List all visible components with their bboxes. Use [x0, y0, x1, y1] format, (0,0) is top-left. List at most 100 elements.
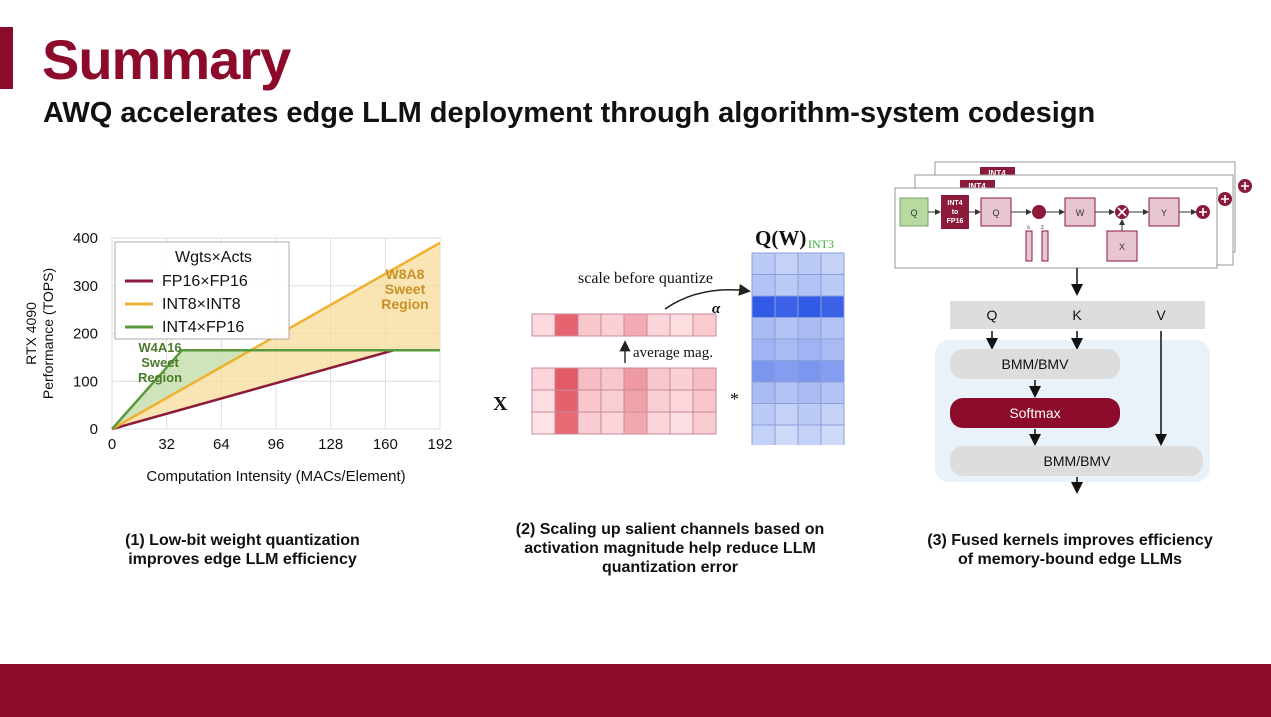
weight-cell — [797, 360, 822, 383]
w8a8-annotation: Region — [381, 296, 428, 312]
legend-entry-2: INT4×FP16 — [162, 319, 244, 336]
bmm1-label: BMM/BMV — [1002, 356, 1070, 372]
x-matrix-cell — [577, 367, 602, 391]
average-mag-label: average mag. — [633, 345, 713, 361]
qw2-label: Q — [992, 208, 999, 218]
bmm1-block — [950, 349, 1120, 379]
weight-cell — [820, 252, 845, 275]
w0-label: W — [1076, 208, 1085, 218]
x-matrix-cell — [600, 389, 625, 413]
weight-cell — [774, 381, 799, 404]
x-matrix-cell — [623, 367, 648, 391]
weight-cell — [820, 403, 845, 426]
weight-cell — [751, 274, 776, 297]
weight-cell — [774, 424, 799, 447]
weight-cell — [751, 295, 776, 318]
weight-cell — [774, 317, 799, 340]
panel2-caption: (2) Scaling up salient channels based on… — [475, 520, 865, 577]
weight-cell — [774, 403, 799, 426]
panel3-caption: (3) Fused kernels improves efficiency of… — [890, 531, 1250, 569]
y0-label: Y — [1161, 208, 1167, 218]
weight-cell — [751, 403, 776, 426]
weight-cell — [797, 317, 822, 340]
quantized-weight-matrix — [751, 252, 845, 469]
x-matrix-cell — [692, 411, 717, 435]
scale-before-quantize-label: scale before quantize — [578, 270, 713, 287]
weight-cell — [797, 295, 822, 318]
title-accent-bar — [0, 27, 13, 89]
x-tick-label: 160 — [373, 436, 398, 453]
x-matrix-cell — [692, 367, 717, 391]
weight-cell — [797, 274, 822, 297]
add-plus-glyph-back2 — [1241, 182, 1249, 190]
weight-cell — [774, 295, 799, 318]
scaling-diagram: Q(W) INT3 scale before quantize α averag… — [493, 226, 845, 469]
y-tick-label: 200 — [73, 326, 98, 343]
y-tick-label: 100 — [73, 373, 98, 390]
panel2-caption-line2: activation magnitude help reduce LLM — [524, 540, 816, 557]
x-matrix-cell — [646, 367, 671, 391]
qkv-bar — [950, 301, 1205, 329]
x-matrix-label: X — [493, 393, 508, 415]
w4a16-annotation: W4A16 — [138, 340, 181, 355]
bmm2-block — [950, 446, 1203, 476]
x-matrix-cell — [623, 411, 648, 435]
add-plus-glyph-back1 — [1221, 195, 1229, 203]
x-matrix-cell — [692, 389, 717, 413]
w8a8-annotation: Sweet — [385, 281, 426, 297]
k-label: K — [1072, 307, 1082, 323]
x0-label: X — [1119, 242, 1125, 252]
bmm2-label: BMM/BMV — [1044, 453, 1112, 469]
zero-vector — [1041, 230, 1049, 262]
series-line-2 — [111, 348, 440, 430]
x-matrix-cell — [577, 389, 602, 413]
x-matrix-cell — [669, 389, 694, 413]
w8a8-annotation: W8A8 — [386, 266, 425, 282]
int4-to-fp16-block — [941, 195, 969, 229]
x-tick-label: 128 — [318, 436, 343, 453]
activation-cell — [692, 313, 717, 337]
int4-label-back2: INT4 — [988, 169, 1006, 178]
activation-cell — [554, 313, 579, 337]
weight-cell — [751, 252, 776, 275]
v-label: V — [1156, 307, 1166, 323]
softmax-block — [950, 398, 1120, 428]
panel3-caption-line2: of memory-bound edge LLMs — [958, 551, 1182, 568]
weight-cell — [820, 317, 845, 340]
x-matrix-cell — [623, 389, 648, 413]
y-tick-label: 300 — [73, 278, 98, 295]
weight-cell — [774, 274, 799, 297]
x-tick-label: 192 — [427, 436, 452, 453]
int4-label-3: FP16 — [947, 218, 964, 225]
activation-cell — [646, 313, 671, 337]
activation-cell — [623, 313, 648, 337]
qw-green-label: Q — [910, 208, 917, 218]
int4-label-2: to — [952, 209, 959, 216]
dequant-op-icon — [1032, 205, 1046, 219]
weight-cell — [751, 360, 776, 383]
qw2-block — [980, 197, 1012, 227]
y0-block — [1148, 197, 1180, 227]
y-tick-label: 400 — [73, 230, 98, 247]
panel1-caption-line2: improves edge LLM efficiency — [128, 551, 357, 568]
qw-int3-subscript: INT3 — [808, 237, 834, 251]
q-label: Q — [987, 307, 998, 323]
weight-cell — [797, 403, 822, 426]
x-tick-label: 96 — [268, 436, 285, 453]
activation-cell — [600, 313, 625, 337]
weight-cell — [797, 381, 822, 404]
legend-entry-1: INT8×INT8 — [162, 296, 241, 313]
activation-magnitude-row — [531, 313, 717, 337]
panel-scaling-diagram: Q(W) INT3 scale before quantize α averag… — [480, 225, 870, 469]
scale-arrow — [664, 283, 751, 310]
z-label: z — [1041, 225, 1044, 231]
panel1-caption-line1: (1) Low-bit weight quantization — [125, 532, 360, 549]
x-matrix-cell — [554, 367, 579, 391]
x-matrix-cell — [646, 389, 671, 413]
footer-bar — [0, 664, 1271, 717]
w0-block — [1064, 197, 1096, 227]
x-matrix-cell — [600, 411, 625, 435]
scale-vector — [1025, 230, 1033, 262]
